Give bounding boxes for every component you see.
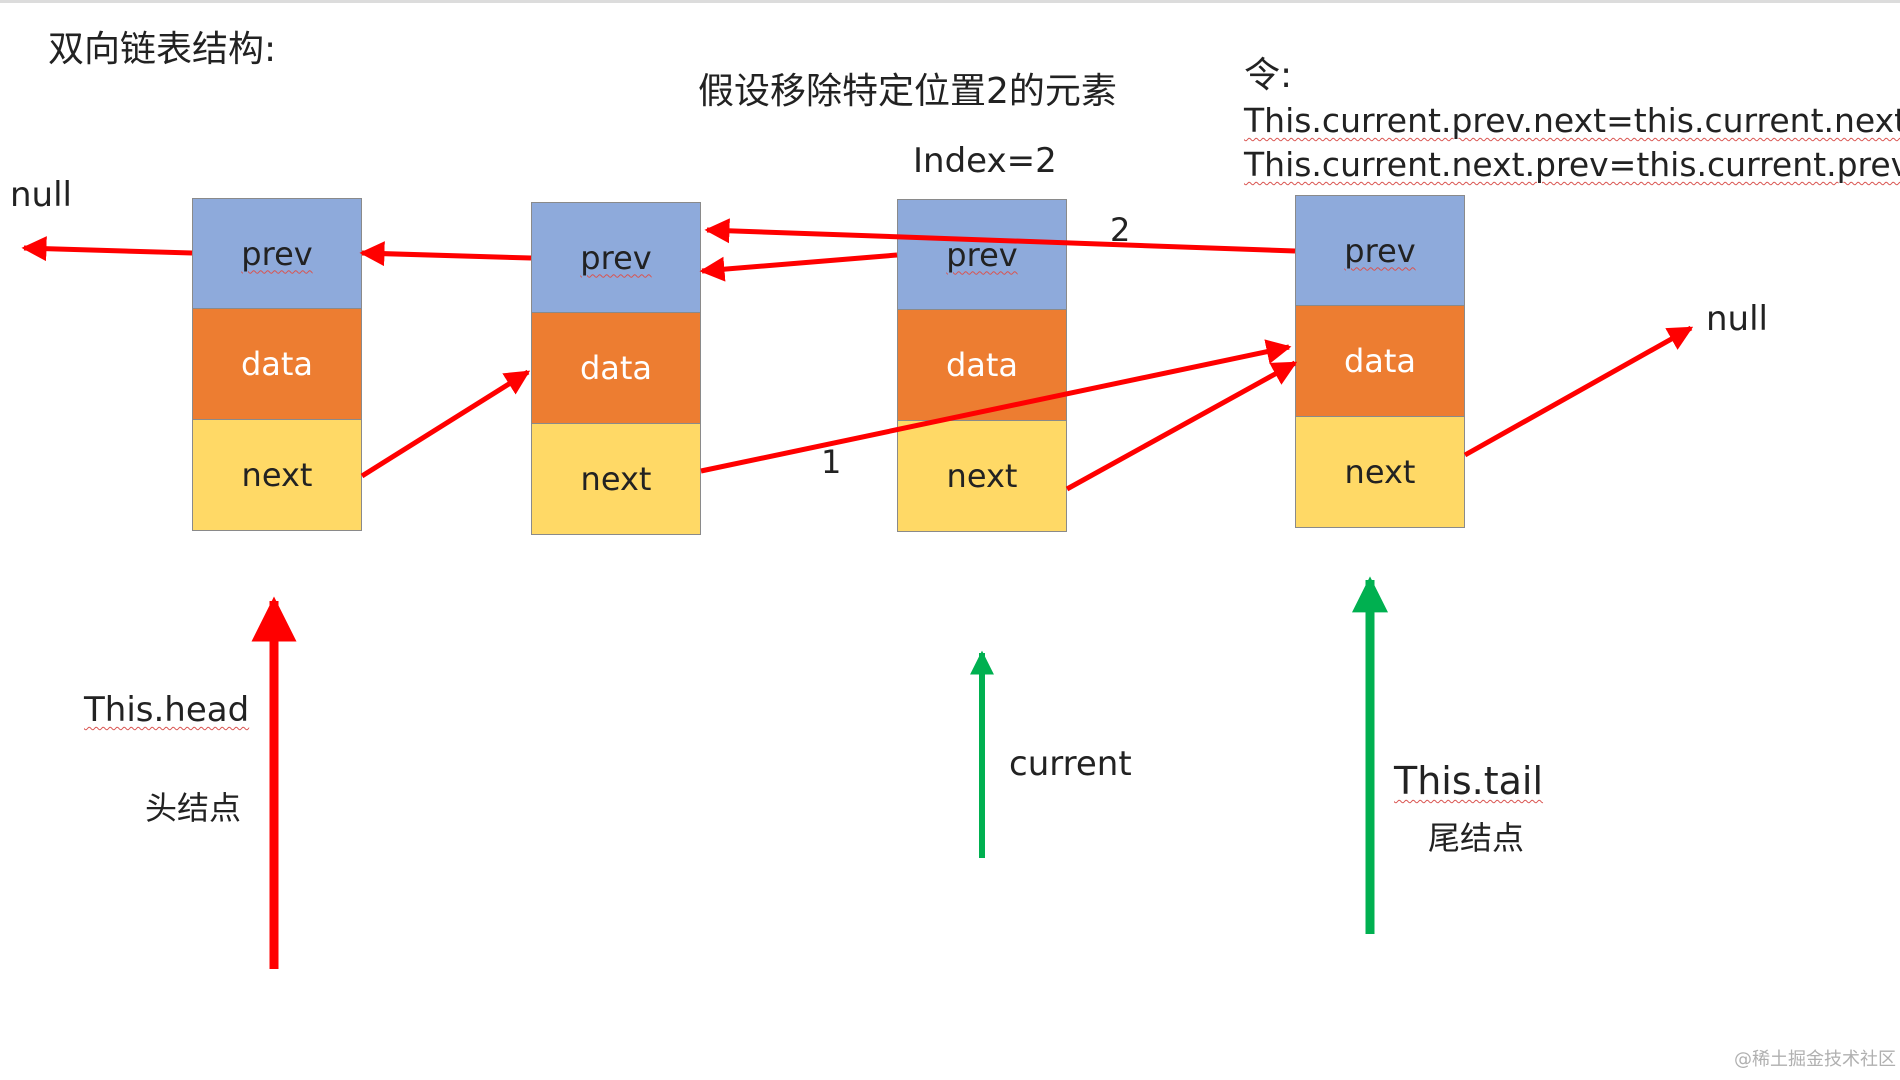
step-label-2: 2 (1110, 211, 1131, 249)
node-next-field: next (192, 420, 362, 531)
top-border (0, 0, 1900, 3)
node-data-field: data (897, 310, 1067, 421)
list-node-1: prev data next (192, 198, 362, 531)
head-pointer-sublabel: 头结点 (145, 789, 242, 827)
list-node-2: prev data next (531, 202, 701, 535)
node2-next-to-node4-arrow (700, 339, 1292, 474)
node-prev-field: prev (531, 202, 701, 313)
current-pointer-label: current (1009, 744, 1132, 784)
list-node-4: prev data next (1295, 195, 1465, 528)
node3-next-to-node4-arrow (1065, 360, 1298, 492)
node-prev-field: prev (1295, 195, 1465, 306)
node-next-field: next (897, 421, 1067, 532)
instruction-title: 令: (1244, 55, 1293, 96)
node4-next-to-null-arrow (1463, 325, 1694, 458)
instruction-line-1: This.current.prev.next=this.current.next (1244, 101, 1900, 140)
node2-prev-to-node1-arrow (359, 241, 532, 267)
diagram-subtitle: 假设移除特定位置2的元素 (698, 71, 1117, 112)
node-next-field: next (531, 424, 701, 535)
index-label: Index=2 (913, 141, 1057, 181)
diagram-heading: 双向链表结构: (48, 29, 277, 70)
node-data-field: data (531, 313, 701, 424)
node3-prev-to-node2-arrow (699, 252, 898, 282)
null-left-label: null (10, 175, 72, 215)
watermark: @稀土掘金技术社区 (1734, 1049, 1896, 1070)
node4-prev-to-node2-arrow (704, 218, 1296, 254)
node1-next-to-node2-arrow (360, 369, 531, 479)
head-pointer-label: This.head (84, 690, 250, 730)
list-node-3: prev data next (897, 199, 1067, 532)
node-data-field: data (1295, 306, 1465, 417)
step-label-1: 1 (821, 443, 842, 481)
null-right-label: null (1706, 299, 1768, 339)
node-data-field: data (192, 309, 362, 420)
tail-pointer-label: This.tail (1394, 759, 1544, 803)
node1-prev-to-null-arrow (21, 236, 193, 262)
node-prev-field: prev (897, 199, 1067, 310)
instruction-line-2: This.current.next.prev=this.current.prev (1244, 145, 1900, 184)
node-next-field: next (1295, 417, 1465, 528)
tail-pointer-sublabel: 尾结点 (1428, 819, 1525, 857)
node-prev-field: prev (192, 198, 362, 309)
